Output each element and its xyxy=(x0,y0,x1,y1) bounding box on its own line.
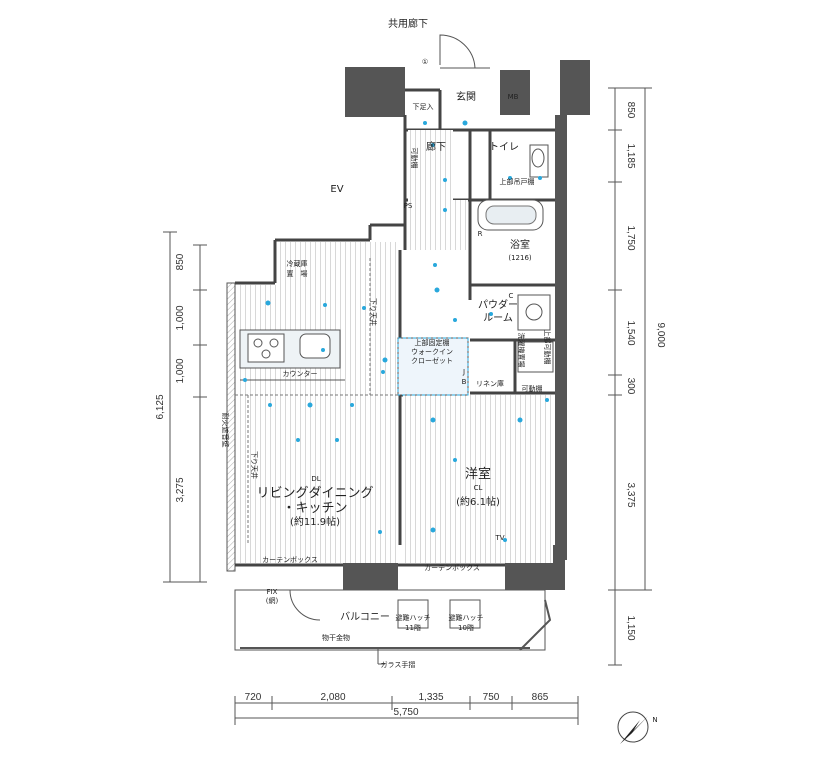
mb-label: MB xyxy=(508,93,519,101)
linen-label: リネン庫 xyxy=(476,379,504,388)
ldk-dl-mark: DL xyxy=(311,475,320,483)
marker-tv: TV xyxy=(494,534,504,542)
counter-label: カウンター xyxy=(283,369,318,378)
dim-left-4: 3,275 xyxy=(175,477,186,502)
ldk-label-1: リビングダイニング xyxy=(256,486,373,501)
right-dimension-lines xyxy=(608,87,652,666)
washroom-fixtures xyxy=(517,294,554,373)
dim-right-2: 1,185 xyxy=(625,143,636,168)
ldk-size: (約11.9帖) xyxy=(290,515,340,528)
dim-right-5: 300 xyxy=(625,378,636,395)
balcony xyxy=(234,589,552,651)
toilet-label: トイレ xyxy=(489,142,519,153)
powder-room-label-2: ルーム xyxy=(483,312,513,324)
hatch-left-floor: 11階 xyxy=(405,623,421,632)
entrance-door xyxy=(439,34,490,69)
entrance-label: 玄関 xyxy=(456,90,476,103)
balcony-label: バルコニー xyxy=(340,611,390,623)
ev-label: EV xyxy=(330,184,343,195)
powder-room-label-1: パウダー xyxy=(478,298,518,311)
marker-j: J xyxy=(462,368,465,376)
dim-right-1: 850 xyxy=(625,102,636,119)
fireproof-wall-label: 耐火遮音壁 xyxy=(221,413,230,448)
clothesline-label: 物干金物 xyxy=(322,633,350,642)
wic-upper-label: 上部固定棚 xyxy=(415,338,450,347)
dim-right-7: 1,150 xyxy=(625,615,636,640)
dim-right-4: 1,540 xyxy=(625,320,636,345)
fridge-label-2: 置 場 xyxy=(287,269,308,278)
dim-left-3: 1,000 xyxy=(175,358,186,383)
fix-mark: (網) xyxy=(266,596,279,605)
fridge-label-1: 冷蔵庫 xyxy=(287,259,308,268)
wic-label-1: ウォークイン xyxy=(411,348,453,356)
movable-shelf-vertical-label: 可動棚 xyxy=(410,148,419,169)
light-fixtures xyxy=(243,120,549,542)
dim-right-6: 3,375 xyxy=(625,482,636,507)
dim-bottom-total: 5,750 xyxy=(393,707,418,718)
dim-right-3: 1,750 xyxy=(625,225,636,250)
hallway-label: 廊下 xyxy=(426,140,446,153)
bottom-dimension-lines xyxy=(234,696,579,725)
upper-shelf-small-label: 上部可動棚 xyxy=(543,330,552,365)
marker-c: C xyxy=(509,292,514,300)
dim-bottom-5: 865 xyxy=(532,692,549,703)
dim-left-total: 6,125 xyxy=(155,394,166,419)
western-cl-mark: CL xyxy=(474,484,483,492)
dim-bottom-3: 1,335 xyxy=(418,692,443,703)
glass-rail-label: ガラス手摺 xyxy=(381,660,416,669)
wic-label-2: クローゼット xyxy=(411,356,453,365)
drop-ceiling-lines xyxy=(235,258,400,545)
dim-right-total: 9,000 xyxy=(655,322,666,347)
toilet xyxy=(529,144,549,178)
ldk-label-2: ・キッチン xyxy=(282,501,347,516)
shoe-box-label: 下足入 xyxy=(413,103,434,111)
ps-label: PS xyxy=(404,202,413,210)
bathroom-size: (1216) xyxy=(508,254,532,262)
drop-ceiling-label-2: 下り天井 xyxy=(250,451,259,479)
hatch-right-floor: 10階 xyxy=(458,623,474,632)
north-label: N xyxy=(652,716,657,724)
drop-ceiling-label-1: 下り天井 xyxy=(369,298,378,326)
balcony-doors xyxy=(289,589,321,621)
dim-bottom-1: 720 xyxy=(245,692,262,703)
dim-left-1: 850 xyxy=(175,253,186,270)
bathtub xyxy=(477,199,544,231)
hatch-left-label: 避難ハッチ xyxy=(396,613,431,622)
corridor-label: 共用廊下 xyxy=(388,17,428,30)
laundry-label: 洗濯機置場 xyxy=(517,333,526,368)
dim-bottom-2: 2,080 xyxy=(320,692,345,703)
floor-areas xyxy=(237,130,553,563)
marker-r: R xyxy=(478,230,483,238)
curtain-box-label-2: カーテンボックス xyxy=(424,564,480,572)
curtain-box-label: カーテンボックス xyxy=(262,556,318,564)
dim-bottom-4: 750 xyxy=(483,692,500,703)
fix-label: FIX xyxy=(267,588,278,596)
left-dimension-lines xyxy=(163,231,207,583)
western-room-size: (約6.1帖) xyxy=(456,495,500,508)
north-compass-icon xyxy=(617,711,649,744)
marker-1: ① xyxy=(422,58,428,66)
walk-in-closet xyxy=(397,337,469,396)
bathroom-label: 浴室 xyxy=(510,238,530,251)
hatch-right-label: 避難ハッチ xyxy=(449,613,484,622)
upper-cabinet-label: 上部吊戸棚 xyxy=(500,177,535,186)
dim-left-2: 1,000 xyxy=(175,305,186,330)
movable-shelf-label: 可動棚 xyxy=(522,384,543,393)
western-room-label: 洋室 xyxy=(465,466,491,482)
marker-b: B xyxy=(462,378,467,386)
